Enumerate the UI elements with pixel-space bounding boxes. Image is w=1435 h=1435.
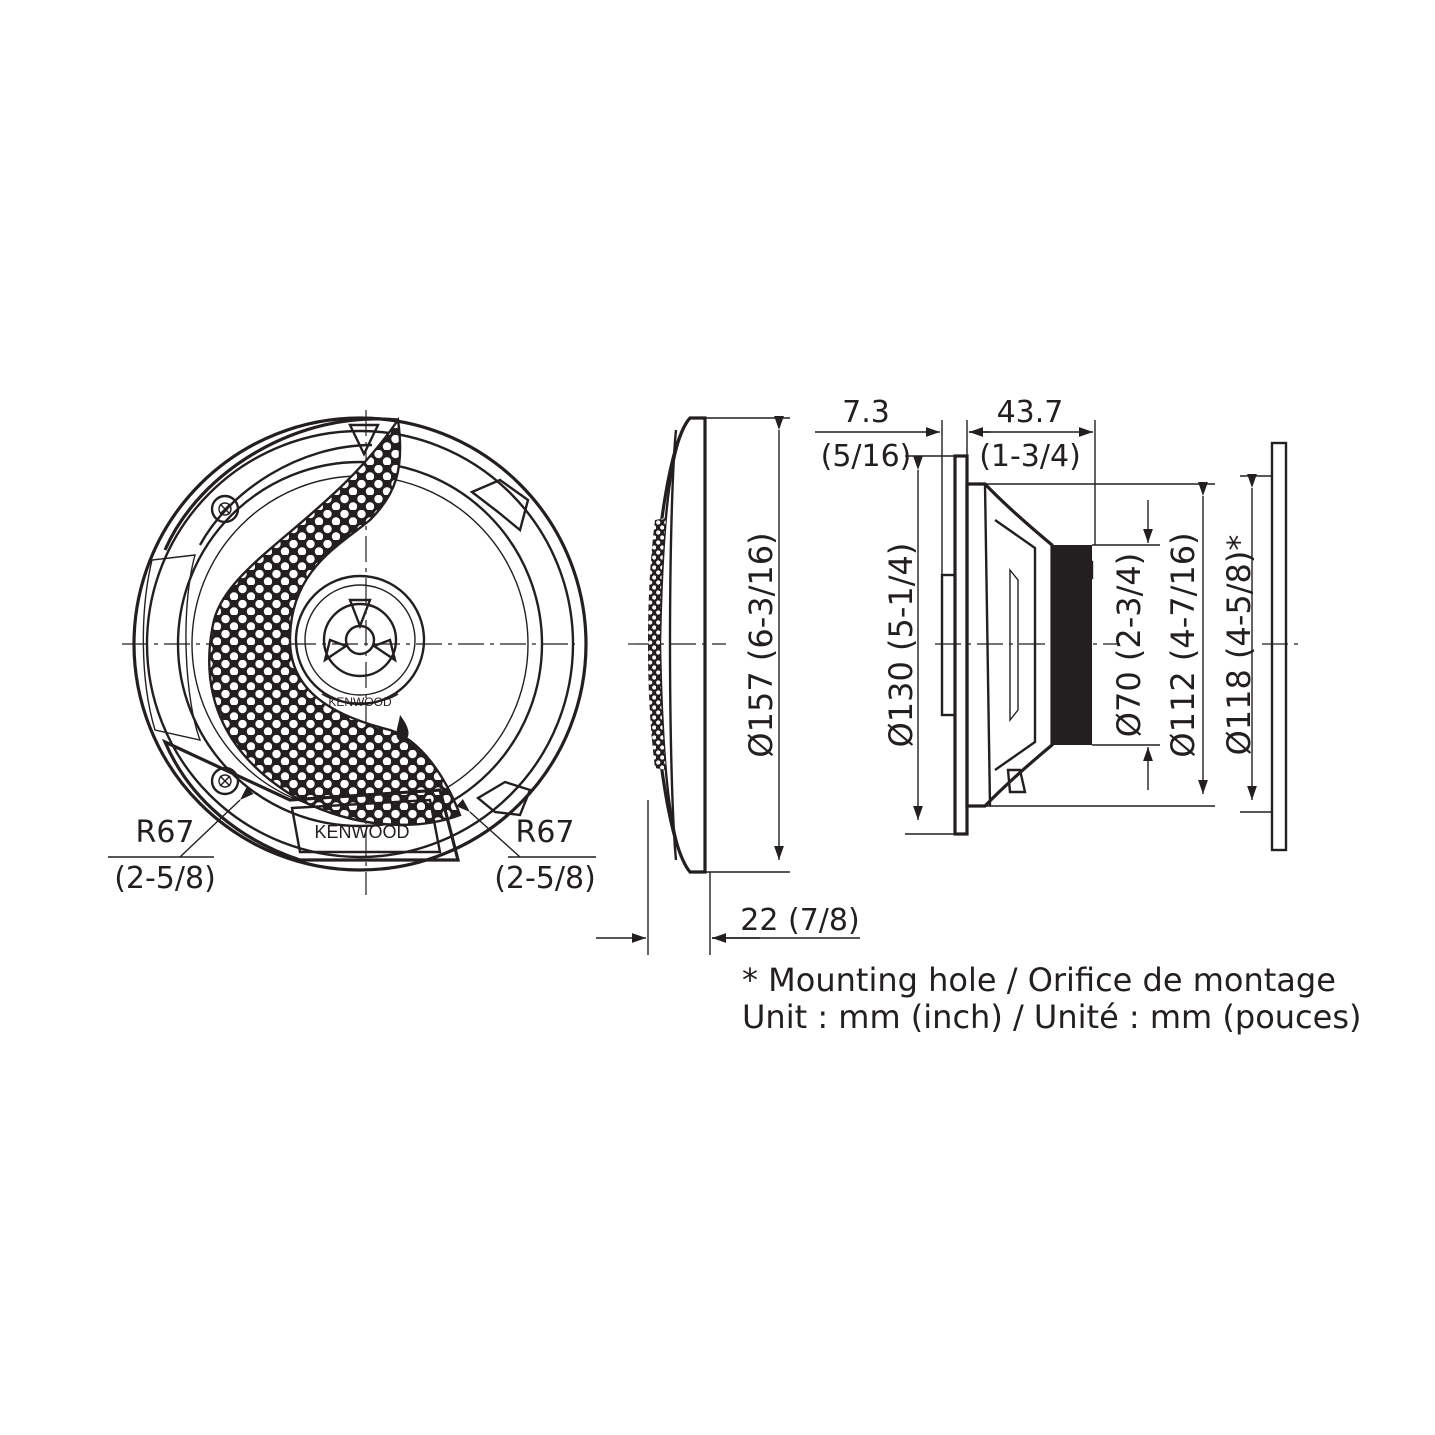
terminal: [1006, 768, 1027, 794]
magnet-plate-inner: [1057, 564, 1087, 576]
tweeter-ring: [294, 574, 426, 706]
grille-top-band: [163, 417, 399, 551]
screw-top-left-icon: [210, 494, 240, 524]
mounting-clip-bottom: [475, 780, 532, 817]
side-body-edge: [658, 419, 689, 871]
radius-right-mm: R67: [515, 815, 574, 850]
basket-diameter-label: Ø130 (5-1/4): [882, 543, 920, 748]
flange-thickness-inch: (5/16): [821, 439, 912, 474]
frame-diameter-label: Ø112 (4-7/16): [1164, 532, 1202, 757]
basket-frame: [983, 483, 1037, 807]
tweeter-brand-arc: [321, 693, 399, 704]
basket-window: [1009, 568, 1019, 722]
flange-ring: [940, 573, 957, 717]
tweeter-brand-label: KENWOOD: [328, 695, 392, 709]
triangle-mark-icon: [348, 423, 380, 457]
grille-top-band-inner: [198, 443, 373, 546]
mounting-clip-top: [469, 478, 530, 533]
flange: [953, 454, 969, 836]
grille-outline: [208, 416, 462, 827]
bottom-trim-plate: [161, 738, 461, 862]
mounting-panel: [1270, 441, 1288, 852]
radius-right-leader: [456, 798, 521, 858]
woofer-surround: [176, 460, 544, 828]
badge-plate: [290, 798, 442, 854]
side-grille-mesh: [648, 518, 666, 770]
flange-thickness-mm: 7.3: [842, 395, 890, 430]
tweeter-bridge: [323, 598, 397, 663]
magnet-diameter-label: Ø70 (2-3/4): [1110, 553, 1148, 737]
overall-diameter-label: Ø157 (6-3/16): [742, 532, 780, 757]
grille-mesh: [209, 420, 460, 825]
radius-left-mm: R67: [135, 815, 194, 850]
radius-left-inch: (2-5/8): [114, 861, 216, 896]
magnet-plate: [1050, 560, 1094, 580]
note-mounting-hole: * Mounting hole / Orifice de montage: [742, 961, 1336, 999]
drop-mark-icon: [396, 715, 409, 742]
side-view: [596, 416, 860, 955]
profile-view: [815, 420, 1300, 852]
tweeter-dome: [322, 602, 398, 678]
radius-right-inch: (2-5/8): [494, 861, 596, 896]
mount-depth-inch: (1-3/4): [979, 439, 1081, 474]
note-units: Unit : mm (inch) / Unité : mm (pouces): [742, 998, 1361, 1036]
inner-rim: [145, 429, 575, 859]
depth-label: 22 (7/8): [740, 903, 859, 938]
tweeter-ring-inner: [304, 584, 416, 696]
grille-brand-label: KENWOOD: [314, 822, 409, 842]
radius-left-leader: [179, 786, 254, 858]
side-body-inner: [668, 429, 678, 861]
screw-bottom-left-icon: [210, 766, 240, 796]
tweeter-center: [344, 624, 376, 656]
mount-depth-mm: 43.7: [997, 395, 1064, 430]
mounting-hole-label: Ø118 (4-5/8)*: [1220, 535, 1258, 756]
trim-texture: [142, 554, 202, 741]
